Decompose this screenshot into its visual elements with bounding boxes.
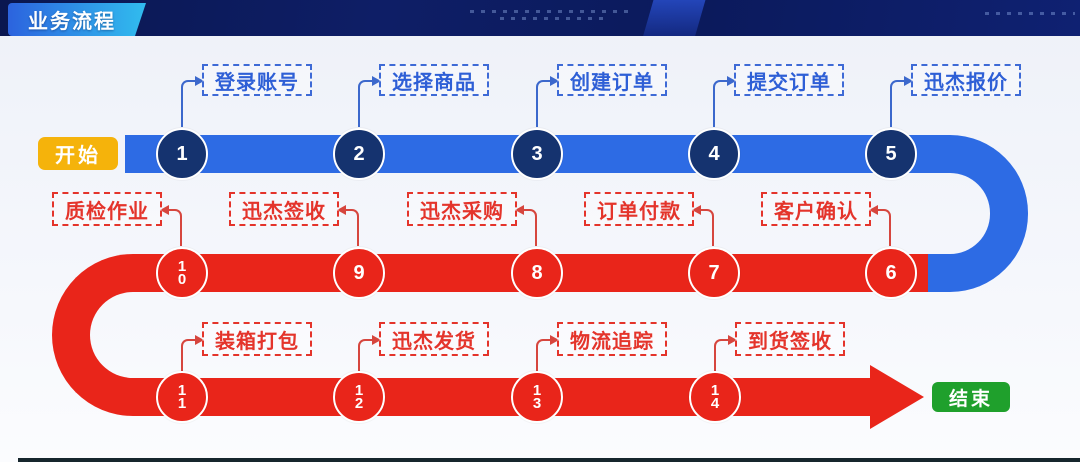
- connector-arrow-left-icon: [692, 205, 701, 215]
- step-label-6: 客户确认: [761, 192, 871, 226]
- topbar-deco-dots: [500, 17, 610, 20]
- connector-arrow-left-icon: [160, 205, 169, 215]
- step-circle-4: 4: [688, 128, 740, 180]
- step-label-1: 登录账号: [202, 64, 312, 96]
- step-label-4: 提交订单: [734, 64, 844, 96]
- connector-step-1: [181, 80, 196, 127]
- step-label-5: 迅杰报价: [911, 64, 1021, 96]
- step-label-7: 订单付款: [584, 192, 694, 226]
- page-title: 业务流程: [28, 11, 116, 33]
- step-circle-1: 1: [156, 128, 208, 180]
- step-circle-5: 5: [865, 128, 917, 180]
- step-label-9: 迅杰签收: [229, 192, 339, 226]
- step-label-8: 迅杰采购: [407, 192, 517, 226]
- step-label-13: 物流追踪: [557, 322, 667, 356]
- connector-step-7: [700, 209, 714, 246]
- step-circle-8: 8: [511, 247, 563, 299]
- connector-step-6: [877, 209, 891, 246]
- step-label-12: 迅杰发货: [379, 322, 489, 356]
- connector-step-3: [536, 80, 551, 127]
- connector-arrow-right-icon: [372, 76, 381, 86]
- connector-arrow-left-icon: [337, 205, 346, 215]
- connector-step-12: [358, 339, 373, 371]
- connector-arrow-right-icon: [550, 76, 559, 86]
- flow-uturn-left: [52, 254, 152, 416]
- section-title-badge: 业务流程: [8, 3, 146, 36]
- step-label-3: 创建订单: [557, 64, 667, 96]
- connector-arrow-right-icon: [195, 335, 204, 345]
- connector-arrow-right-icon: [550, 335, 559, 345]
- connector-arrow-left-icon: [869, 205, 878, 215]
- connector-step-5: [890, 80, 905, 127]
- step-circle-9: 9: [333, 247, 385, 299]
- bottom-edge-line: [18, 458, 1080, 462]
- step-label-2: 选择商品: [379, 64, 489, 96]
- step-circle-10: 1 0: [156, 247, 208, 299]
- connector-step-9: [345, 209, 359, 246]
- connector-step-8: [523, 209, 537, 246]
- step-circle-11: 1 1: [156, 371, 208, 423]
- step-label-11: 装箱打包: [202, 322, 312, 356]
- step-circle-14: 1 4: [689, 371, 741, 423]
- step-label-10: 质检作业: [52, 192, 162, 226]
- connector-step-2: [358, 80, 373, 127]
- connector-step-10: [168, 209, 182, 246]
- start-label: 开始: [55, 145, 101, 167]
- end-badge: 结束: [932, 382, 1010, 412]
- connector-arrow-right-icon: [727, 76, 736, 86]
- topbar-deco-dots: [470, 10, 630, 13]
- connector-arrow-right-icon: [195, 76, 204, 86]
- connector-arrow-right-icon: [904, 76, 913, 86]
- end-label: 结束: [948, 388, 993, 410]
- connector-step-14: [714, 339, 729, 371]
- connector-arrow-right-icon: [728, 335, 737, 345]
- connector-step-13: [536, 339, 551, 371]
- step-circle-7: 7: [688, 247, 740, 299]
- flow-uturn-right: [928, 135, 1028, 292]
- step-circle-6: 6: [865, 247, 917, 299]
- step-circle-12: 1 2: [333, 371, 385, 423]
- start-badge: 开始: [38, 137, 118, 170]
- topbar-deco-dots: [985, 12, 1075, 15]
- connector-step-11: [181, 339, 196, 371]
- top-bar: [0, 0, 1080, 36]
- connector-arrow-right-icon: [372, 335, 381, 345]
- connector-step-4: [713, 80, 728, 127]
- step-circle-3: 3: [511, 128, 563, 180]
- topbar-deco-diagonal: [641, 0, 707, 36]
- step-circle-2: 2: [333, 128, 385, 180]
- flow-arrow-right-icon: [870, 365, 924, 429]
- step-label-14: 到货签收: [735, 322, 845, 356]
- step-circle-13: 1 3: [511, 371, 563, 423]
- connector-arrow-left-icon: [515, 205, 524, 215]
